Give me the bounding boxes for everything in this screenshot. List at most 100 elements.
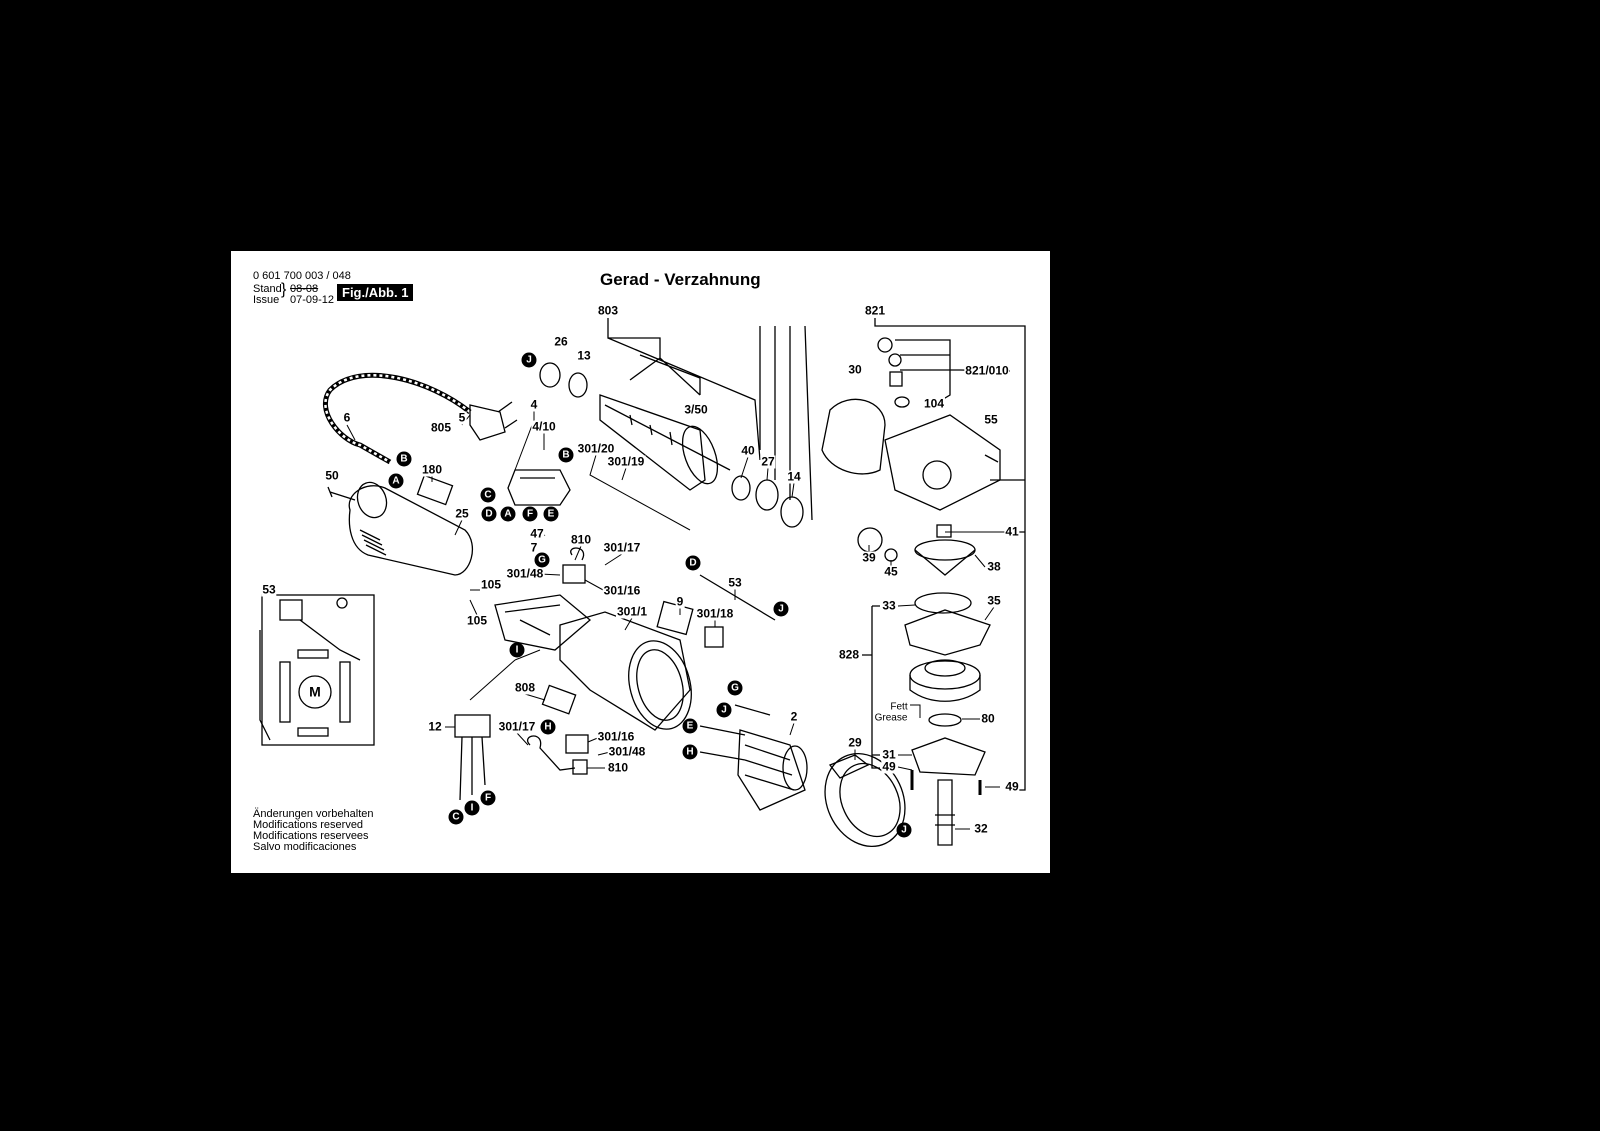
part-label: 7 xyxy=(529,540,539,555)
flange-35 xyxy=(904,609,991,656)
handle-base xyxy=(494,594,592,651)
part-label: 301/19 xyxy=(606,454,646,469)
label-plate-180 xyxy=(416,474,454,506)
brace: } xyxy=(281,281,287,298)
part-label: 810 xyxy=(606,760,630,775)
connector-marker: H xyxy=(540,719,556,735)
connector-marker: C xyxy=(480,487,496,503)
bearing-flange xyxy=(909,659,981,702)
part-label: 38 xyxy=(986,559,1002,574)
part-label: 33 xyxy=(881,598,897,613)
part-label: 39 xyxy=(861,550,877,565)
guard-29 xyxy=(824,752,906,848)
part-label: 301/17 xyxy=(497,719,537,734)
part-label: 301/48 xyxy=(607,744,647,759)
part-label: 53 xyxy=(261,582,277,597)
part-label: 810 xyxy=(569,532,593,547)
issue-value: 07-09-12 xyxy=(290,294,335,306)
part-label: 4/10 xyxy=(531,419,557,434)
bracket-803 xyxy=(607,318,761,461)
part-label: 31 xyxy=(881,747,897,762)
part-label: 2 xyxy=(789,709,799,724)
washer-80 xyxy=(928,713,962,727)
part-label: 12 xyxy=(427,719,443,734)
flange-31 xyxy=(911,737,986,776)
part-label: 803 xyxy=(596,303,620,318)
part-label: 30 xyxy=(847,362,863,377)
wiring-schematic xyxy=(259,594,375,746)
pinion-39 xyxy=(857,527,883,553)
diagram-title: Gerad - Verzahnung xyxy=(600,270,761,289)
bevel-gear-38 xyxy=(914,524,976,576)
motor-symbol: M xyxy=(307,683,323,700)
part-label: 805 xyxy=(429,420,453,435)
part-label: 301/48 xyxy=(505,566,545,581)
part-label: 41 xyxy=(1004,524,1020,539)
part-label: 828 xyxy=(837,647,861,662)
part-label: 26 xyxy=(553,334,569,349)
suppressor-12 xyxy=(454,714,491,738)
part-label: 301/18 xyxy=(695,606,735,621)
part-label: 55 xyxy=(983,412,999,427)
connector-marker: D xyxy=(685,555,701,571)
connector-marker: C xyxy=(448,809,464,825)
figure-label: Fig./Abb. 1 xyxy=(337,284,414,301)
connector-marker: A xyxy=(388,473,404,489)
connector-marker: E xyxy=(543,506,559,522)
bracket-828 xyxy=(862,605,880,769)
part-label: 50 xyxy=(324,468,340,483)
part-label: 301/16 xyxy=(596,729,636,744)
part-label: 821/010 xyxy=(964,363,1010,378)
connector-marker: D xyxy=(481,506,497,522)
connector-marker: F xyxy=(522,506,538,522)
connector-marker: F xyxy=(480,790,496,806)
part-label: 301/17 xyxy=(602,540,642,555)
part-label: 821 xyxy=(863,303,887,318)
part-label: 5 xyxy=(457,410,467,425)
connector-marker: I xyxy=(509,642,525,658)
connector-marker: J xyxy=(716,702,732,718)
connector-marker: J xyxy=(521,352,537,368)
ring-40 xyxy=(731,475,751,501)
brush-spring xyxy=(570,547,585,561)
screw-50 xyxy=(327,486,356,501)
part-label: 80 xyxy=(980,711,996,726)
switch xyxy=(507,469,571,506)
ring-27 xyxy=(755,479,779,511)
part-label: Grease xyxy=(873,711,909,725)
part-label: 14 xyxy=(786,469,802,484)
connector-marker: I xyxy=(464,800,480,816)
part-label: 27 xyxy=(760,454,776,469)
bearing-14 xyxy=(780,496,804,528)
part-label: 301/20 xyxy=(576,441,616,456)
brush-holder xyxy=(562,564,586,584)
part-label: 105 xyxy=(479,577,503,592)
stand-label: Stand xyxy=(253,283,282,295)
rod-53 xyxy=(699,574,776,621)
connector-marker: J xyxy=(773,601,789,617)
part-label: 3/50 xyxy=(683,402,709,417)
part-label: 13 xyxy=(576,348,592,363)
part-label: 49 xyxy=(881,759,897,774)
leader-lines xyxy=(346,411,1005,830)
part-label: 32 xyxy=(973,821,989,836)
part-label: 105 xyxy=(465,613,489,628)
part-label: Fett xyxy=(889,700,909,714)
part-number: 0 601 700 003 / 048 xyxy=(253,270,351,282)
part-label: 808 xyxy=(513,680,537,695)
part-label: 301/16 xyxy=(602,583,642,598)
plug xyxy=(469,401,518,441)
clip-301-18 xyxy=(704,626,724,648)
motor-tube-301-1 xyxy=(559,611,692,731)
armature xyxy=(539,362,731,491)
part-label: 49 xyxy=(1004,779,1020,794)
spindle-32 xyxy=(935,779,955,846)
part-label: 53 xyxy=(727,575,743,590)
part-label: 4 xyxy=(529,397,539,412)
connector-marker: J xyxy=(896,822,912,838)
issue-label: Issue xyxy=(253,294,280,306)
part-label: 180 xyxy=(420,462,444,477)
plate-808 xyxy=(541,684,577,715)
part-label: 25 xyxy=(454,506,470,521)
